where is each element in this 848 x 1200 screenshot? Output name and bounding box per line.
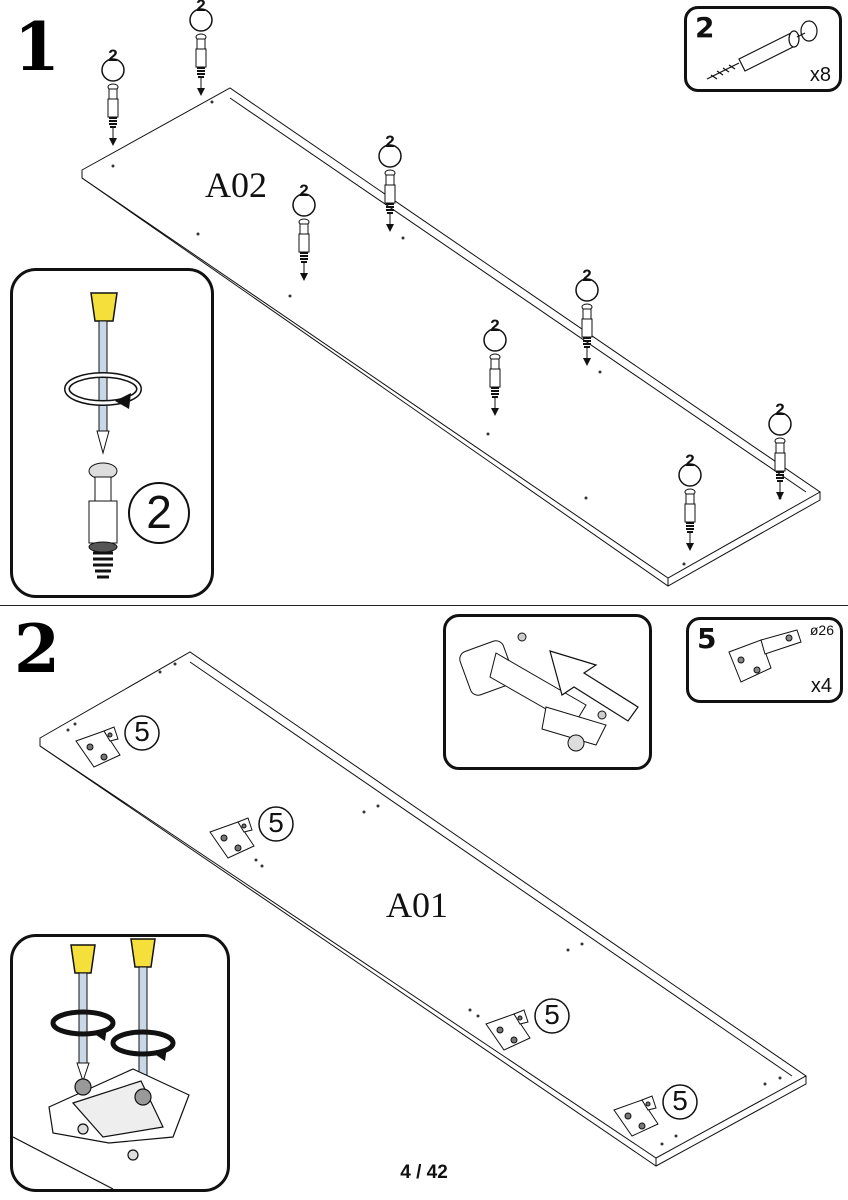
- step-2-number: 2: [14, 610, 60, 688]
- hinge-plate-4: [613, 1084, 698, 1137]
- cam-screw-2: [101, 58, 125, 146]
- cam-screw-4: [378, 144, 402, 232]
- cam-screw-callout-7: 2: [685, 451, 695, 470]
- screwdriver-right-icon: [110, 938, 176, 1097]
- callout-number: 2: [146, 486, 172, 538]
- hinge-plate-callout-2: 5: [268, 807, 284, 838]
- callout-circle: [128, 482, 190, 544]
- hinge-plate-2: [209, 806, 294, 859]
- hinge-plate-3: [485, 998, 570, 1051]
- cam-screw-8: [768, 412, 792, 500]
- cam-screw-callout-2: 2: [108, 46, 118, 65]
- cam-screw-callout-6: 2: [582, 266, 592, 285]
- panel-label-a02: A02: [205, 165, 267, 205]
- cam-screw-3: [292, 193, 316, 281]
- detail-inset-screwdriver-cam: 2: [10, 268, 214, 598]
- detail-inset-hinge-arm: [443, 614, 652, 770]
- page-number: 4 / 42: [400, 1162, 448, 1183]
- hinge-plate-detail-icon: [12, 1068, 190, 1190]
- hinge-plate-callout-3: 5: [544, 999, 560, 1030]
- cam-screw-5: [483, 328, 507, 416]
- hinge-plate-part-icon: [728, 629, 802, 683]
- part-box-hinge-plate: 5 ø26 x4: [686, 617, 843, 703]
- screwdriver-left-icon: [50, 944, 116, 1083]
- part-box-cam-screw: 2 x8: [684, 6, 842, 92]
- cam-screw-callout-1: 2: [196, 0, 206, 15]
- hinge-plate-1: [75, 715, 160, 768]
- cam-screw-part-icon: [706, 20, 818, 80]
- part-box-diameter: ø26: [809, 622, 834, 638]
- part-box-quantity: x8: [809, 64, 831, 86]
- part-box-quantity: x4: [810, 675, 832, 697]
- panel-label-a01: A01: [386, 885, 448, 925]
- hinge-arm-icon: [459, 632, 607, 752]
- hinge-plate-callout-4: 5: [672, 1085, 688, 1116]
- step-1-number: 1: [14, 8, 60, 86]
- part-box-number: 5: [697, 622, 717, 655]
- rotate-arrow-icon: [64, 372, 142, 409]
- cam-screw-6: [575, 278, 599, 366]
- cam-screw-callout-4: 2: [385, 132, 395, 151]
- cam-screw-callout-8: 2: [775, 400, 785, 419]
- detail-inset-screw-hinge-plate: [10, 934, 230, 1192]
- part-box-number: 2: [695, 11, 715, 44]
- cam-screw-callout-3: 2: [299, 181, 309, 200]
- step-divider: [0, 605, 848, 606]
- cam-screw-7: [678, 463, 702, 551]
- push-direction-arrow-icon: [549, 650, 639, 722]
- cam-screw-detail-icon: [88, 462, 118, 579]
- cam-screw-callout-5: 2: [490, 316, 500, 335]
- cam-screw-1: [189, 8, 213, 96]
- hinge-plate-callout-1: 5: [134, 716, 150, 747]
